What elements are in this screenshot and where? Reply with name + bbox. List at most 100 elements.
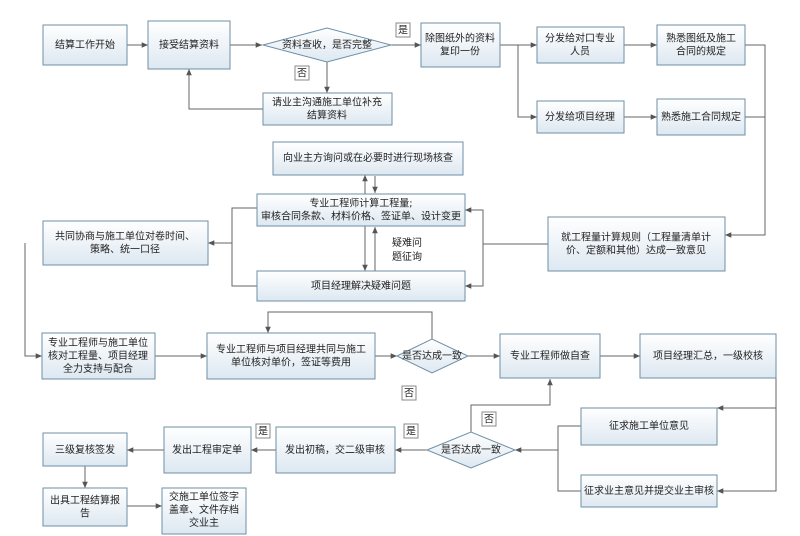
node-rule-agreement-text: 就工程量计算规则（工程量清单计价、定额和其他）达成一致意见 (561, 230, 711, 256)
node-negotiate-line-1: 共同协商与施工单位对卷时间、 (55, 229, 195, 242)
node-calculate-quantity-line-2: 审核合同条款、材料价格、签证单、设计变更 (261, 209, 461, 222)
node-start-line-1: 结算工作开始 (55, 38, 115, 51)
node-distribute-professional-text: 分发给对口专业人员 (545, 31, 615, 57)
node-check-complete-text: 资料查收，是否完整 (282, 38, 372, 51)
node-rule-agreement-line-1: 就工程量计算规则（工程量清单计 (561, 230, 711, 243)
node-check-complete-line-1: 资料查收，是否完整 (282, 38, 372, 51)
node-inquire-owner: 向业主方询问或在必要时进行现场核查 (272, 141, 464, 176)
node-calculate-quantity: 专业工程师计算工程量;审核合同条款、材料价格、签证单、设计变更 (256, 193, 466, 227)
node-report-line-1: 出具工程结算报 (50, 493, 120, 506)
node-negotiate: 共同协商与施工单位对卷时间、策略、统一口径 (42, 220, 209, 266)
label-yes-2-text: 是 (406, 426, 416, 438)
label-no-2-text: 否 (404, 388, 414, 400)
node-rule-agreement-line-2: 价、定额和其他）达成一致意见 (566, 243, 706, 256)
node-rule-agreement: 就工程量计算规则（工程量清单计价、定额和其他）达成一致意见 (547, 216, 726, 272)
edge-supplement-receive (186, 69, 263, 110)
node-pm-solve-text: 项目经理解决疑难问题 (311, 279, 411, 292)
node-pm-solve: 项目经理解决疑难问题 (256, 270, 466, 302)
node-contractor-opinion-text: 征求施工单位意见 (609, 419, 689, 432)
node-supplement-text: 请业主沟通施工单位补充结算资料 (272, 95, 382, 121)
node-start-text: 结算工作开始 (55, 38, 115, 51)
node-distribute-pm: 分发给项目经理 (536, 100, 625, 134)
node-self-check-text: 专业工程师做自查 (510, 349, 590, 362)
node-copy-data-line-2: 复印一份 (440, 44, 480, 57)
node-owner-opinion: 征求业主意见并提交业主审核 (580, 474, 718, 508)
node-agree-decision-2-line-1: 是否达成一致 (441, 443, 501, 456)
node-check-complete: 资料查收，是否完整 (261, 27, 393, 63)
node-distribute-pm-line-1: 分发给项目经理 (545, 110, 615, 123)
node-contractor-opinion: 征求施工单位意见 (580, 407, 718, 446)
node-familiar-drawings-line-2: 合同的规定 (676, 44, 726, 57)
node-agree-decision-2-text: 是否达成一致 (441, 443, 501, 456)
node-receive-data-text: 接受结算资料 (159, 38, 219, 51)
node-distribute-pm-text: 分发给项目经理 (545, 110, 615, 123)
node-archive-line-1: 交施工单位签字 (169, 490, 239, 503)
label-difficult-line-2: 题征询 (392, 250, 422, 263)
node-negotiate-line-2: 策略、统一口径 (90, 242, 160, 255)
node-verify-price-line-1: 专业工程师与项目经理共同与施工 (216, 342, 366, 355)
label-no-2: 否 (401, 385, 417, 401)
edge-pm-owner (717, 408, 777, 494)
label-no-1-text: 否 (297, 68, 307, 80)
label-yes-3: 是 (255, 423, 271, 439)
node-verify-price-line-2: 单位核对单价，签证等费用 (231, 355, 351, 368)
node-agree-decision-1: 是否达成一致 (395, 338, 470, 374)
node-familiar-drawings: 熟悉图纸及施工合同的规定 (656, 24, 746, 66)
node-self-check-line-1: 专业工程师做自查 (510, 349, 590, 362)
edge-rule-pm (465, 244, 484, 289)
node-archive: 交施工单位签字盖章、文件存档交业主 (161, 487, 247, 535)
label-difficult: 疑难问 题征询 (392, 236, 422, 263)
node-inquire-owner-line-1: 向业主方询问或在必要时进行现场核查 (283, 151, 453, 164)
node-familiar-drawings-line-1: 熟悉图纸及施工 (666, 31, 736, 44)
node-start: 结算工作开始 (42, 24, 128, 66)
node-report-text: 出具工程结算报告 (50, 493, 120, 519)
label-no-3: 否 (481, 411, 497, 427)
label-no-3-text: 否 (484, 414, 494, 426)
node-verify-quantity: 专业工程师与施工单位核对工程量、项目经理全力支持与配合 (41, 332, 156, 380)
node-familiar-drawings-text: 熟悉图纸及施工合同的规定 (666, 31, 736, 57)
node-archive-text: 交施工单位签字盖章、文件存档交业主 (169, 490, 239, 529)
edge-calc-negotiate (208, 207, 257, 246)
node-self-check: 专业工程师做自查 (499, 333, 601, 379)
node-archive-line-3: 交业主 (189, 516, 219, 529)
node-contractor-opinion-line-1: 征求施工单位意见 (609, 419, 689, 432)
node-verify-quantity-line-2: 核对工程量、项目经理 (48, 349, 148, 362)
node-negotiate-text: 共同协商与施工单位对卷时间、策略、统一口径 (55, 229, 195, 255)
node-agree-decision-1-text: 是否达成一致 (402, 349, 462, 362)
node-owner-opinion-line-1: 征求业主意见并提交业主审核 (584, 484, 714, 497)
node-calculate-quantity-text: 专业工程师计算工程量;审核合同条款、材料价格、签证单、设计变更 (261, 196, 461, 222)
node-draft-line-1: 发出初稿，交二级审核 (285, 443, 385, 456)
node-supplement-line-1: 请业主沟通施工单位补充 (272, 95, 382, 108)
node-report-line-2: 告 (80, 506, 90, 519)
label-yes-2: 是 (403, 423, 419, 439)
node-pm-summary-line-1: 项目经理汇总，一级校核 (653, 349, 763, 362)
edge-contractor-agree2 (515, 425, 581, 453)
node-pm-summary-text: 项目经理汇总，一级校核 (653, 349, 763, 362)
node-familiar-contract: 熟悉施工合同规定 (656, 98, 746, 136)
node-verify-quantity-text: 专业工程师与施工单位核对工程量、项目经理全力支持与配合 (48, 336, 148, 375)
edge-pm-negotiate (231, 243, 257, 287)
node-final-issue-text: 发出工程审定单 (172, 443, 242, 456)
edge-agree1-loop (265, 311, 433, 339)
node-report: 出具工程结算报告 (42, 487, 128, 527)
node-draft-text: 发出初稿，交二级审核 (285, 443, 385, 456)
label-yes-1-text: 是 (398, 25, 408, 37)
label-no-1: 否 (294, 65, 310, 81)
edge-fam-drawings-join (725, 44, 766, 238)
node-archive-line-2: 盖章、文件存档 (169, 503, 239, 516)
node-final-issue: 发出工程审定单 (163, 426, 252, 474)
node-inquire-owner-text: 向业主方询问或在必要时进行现场核查 (283, 151, 453, 164)
node-owner-opinion-text: 征求业主意见并提交业主审核 (584, 484, 714, 497)
node-third-review-line-1: 三级复核签发 (55, 443, 115, 456)
node-verify-price-text: 专业工程师与项目经理共同与施工单位核对单价，签证等费用 (216, 342, 366, 368)
node-pm-summary: 项目经理汇总，一级校核 (639, 333, 777, 379)
edge-owner-agree2 (557, 450, 581, 492)
node-supplement-line-2: 结算资料 (307, 108, 347, 121)
node-final-issue-line-1: 发出工程审定单 (172, 443, 242, 456)
node-copy-data: 除图纸外的资料复印一份 (420, 22, 501, 68)
label-yes-3-text: 是 (258, 426, 268, 438)
node-third-review: 三级复核签发 (42, 432, 128, 467)
node-copy-data-text: 除图纸外的资料复印一份 (425, 31, 495, 57)
